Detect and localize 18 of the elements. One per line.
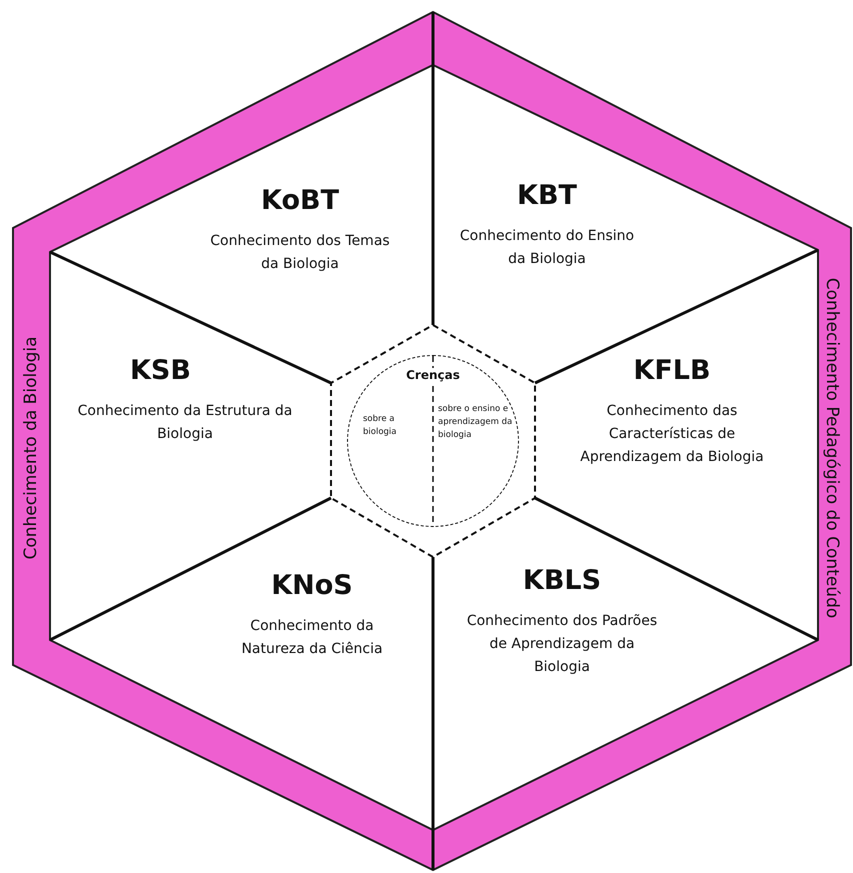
section-code: KSB [130, 355, 192, 386]
dashed-circle [347, 355, 519, 527]
section-description: Conhecimento da Estrutura da Biologia [76, 402, 294, 444]
section-code: KBT [516, 180, 578, 211]
center-title: Crenças [404, 368, 462, 382]
section-code: KFLB [632, 355, 712, 386]
section-code: KBLS [522, 565, 602, 596]
section-code: KNoS [270, 570, 354, 601]
section-code: KoBT [260, 185, 340, 216]
center-note: sobre o ensino e aprendizagem da biologia [438, 403, 516, 442]
section-description: Conhecimento da Natureza da Ciência [240, 617, 384, 659]
band-label: Conhecimento da Biologia [21, 336, 41, 560]
section-description: Conhecimento das Características de Aprendizagem da Biologia [579, 402, 765, 467]
center-note: sobre a biologia [363, 413, 425, 439]
band-label: Conhecimento Pedagógico do Conteúdo [822, 278, 842, 618]
section-description: Conhecimento dos Padrões de Aprendizagem da Biologia [466, 612, 658, 677]
section-description: Conhecimento do Ensino da Biologia [458, 227, 636, 269]
section-description: Conhecimento dos Temas da Biologia [210, 232, 390, 274]
